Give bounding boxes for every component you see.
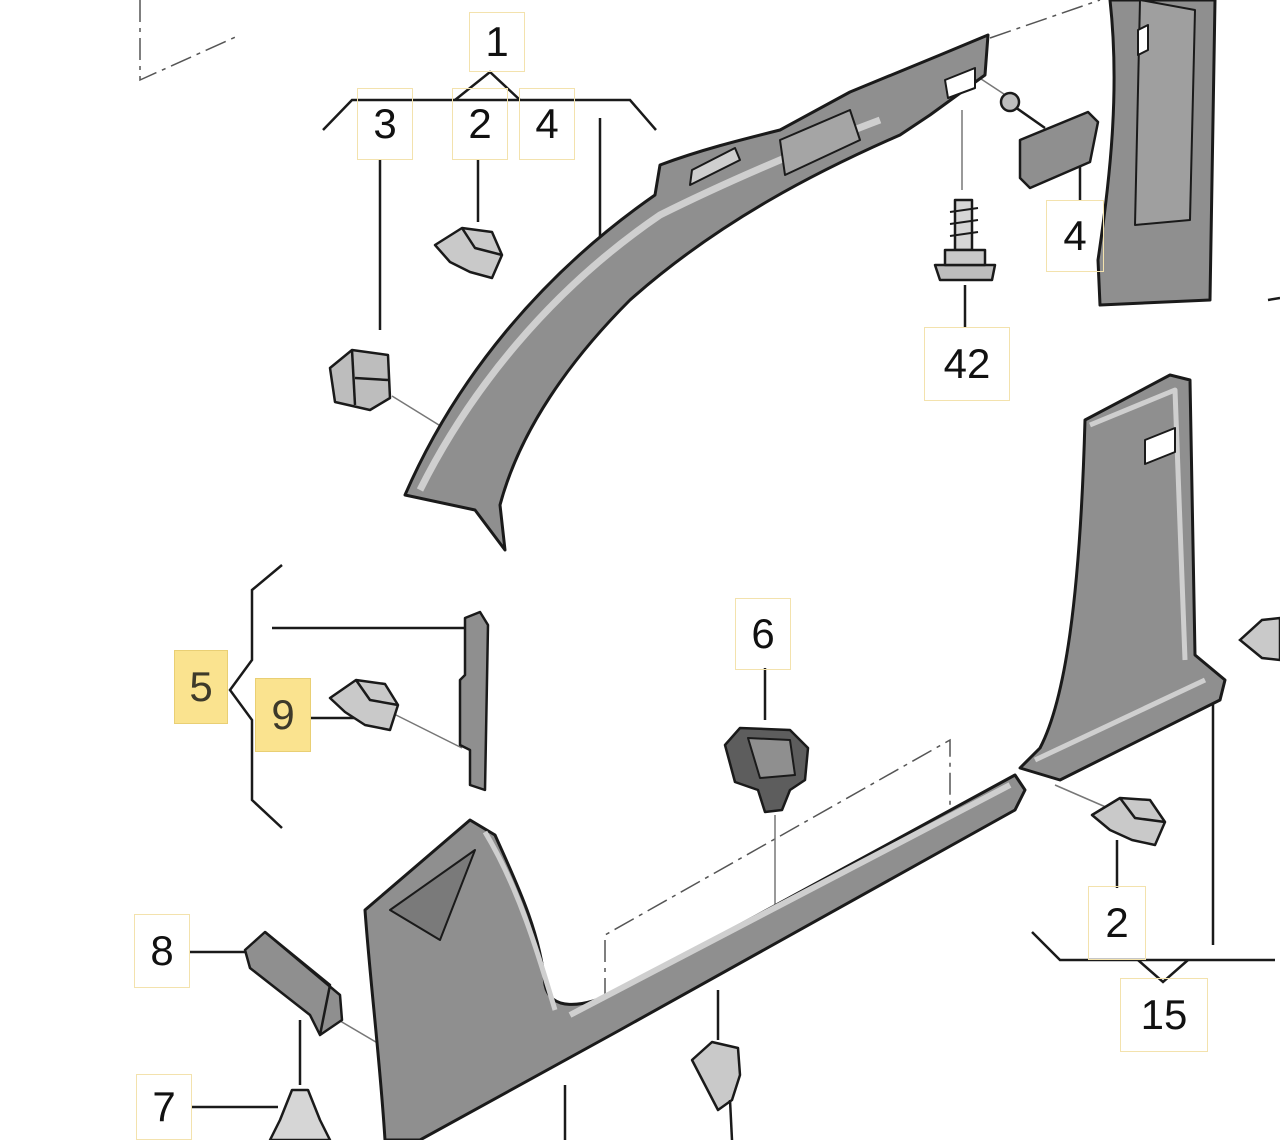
screw-part-42 [933,198,997,282]
callout-8: 8 [134,914,190,988]
callout-7: 7 [136,1074,192,1140]
callout-6: 6 [735,598,791,670]
leader-lines [190,160,1119,1140]
clip-part-7 [268,1088,332,1140]
callout-9-highlighted: 9 [255,678,311,752]
bracket-lines [228,70,1275,984]
right-edge-clip [1238,296,1280,662]
clip-part-6 [723,726,810,814]
callout-2-lower: 2 [1088,886,1146,960]
clip-part-3 [328,348,392,412]
sill-trim [363,773,1027,1140]
callout-4-right: 4 [1046,200,1104,272]
clip-part-9 [328,678,400,732]
callout-42: 42 [924,327,1010,401]
b-pillar-upper-trim [1096,0,1217,307]
strip-part-5 [458,610,490,792]
bracket-part-8 [243,930,344,1037]
b-pillar-lower-trim [1018,373,1227,782]
clip-part-2-lower [1090,796,1167,847]
callout-4-top: 4 [519,88,575,160]
cap-part-4 [999,91,1100,190]
dashed-outlines [139,0,1101,1000]
a-pillar-trim [403,33,990,552]
callout-1: 1 [469,12,525,72]
callout-5-highlighted: 5 [174,650,228,724]
callout-2-top: 2 [452,88,508,160]
clip-part-2-top [433,226,504,280]
clip-bottom-center [690,1040,742,1140]
callout-15: 15 [1120,978,1208,1052]
callout-3: 3 [357,88,413,160]
